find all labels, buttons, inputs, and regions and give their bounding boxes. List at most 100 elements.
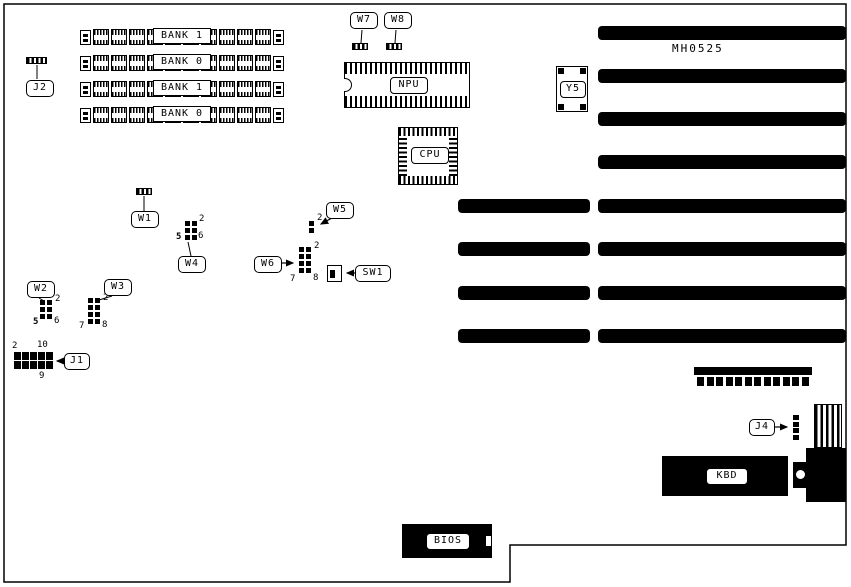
pin [744,377,752,386]
w6-label: W6 [254,256,282,273]
dram-chip [255,81,271,97]
memory-bank-row-2: BANK 0 [80,54,284,71]
pin [185,221,190,226]
din-connector [806,448,846,502]
dram-chip [129,81,145,97]
w1-jumper [136,188,152,195]
pin [40,300,45,305]
expansion-slot [598,286,846,300]
pin [30,352,37,360]
pin [88,312,93,317]
pin [306,261,311,266]
y5-pin [580,104,586,110]
pin [306,268,311,273]
dram-chip [93,107,109,123]
expansion-slot [598,199,846,213]
pin [192,235,197,240]
pin [706,377,714,386]
expansion-slot [598,329,846,343]
pin [95,298,100,303]
w7-leader [360,29,363,44]
pin [192,228,197,233]
pin [40,307,45,312]
w7-label: W7 [350,12,378,29]
bios-label: BIOS [426,533,470,550]
dram-chip [129,29,145,45]
j4-label: J4 [749,419,775,436]
connector-hatched-block [814,404,842,448]
pin [306,254,311,259]
w6-pin-block [299,247,311,273]
dram-chip [237,55,253,71]
memory-bank-row-3: BANK 1 [80,80,284,97]
npu-label: NPU [390,77,428,94]
pin [793,434,799,440]
j4-pin-header [793,415,799,440]
bank-end-connector [80,107,91,123]
dram-chip [237,29,253,45]
dram-chip [93,81,109,97]
bank-end-connector [273,107,284,123]
pin [185,228,190,233]
w5-label: W5 [326,202,354,219]
memory-bank-row-4: BANK 0 [80,106,284,123]
w5-pin2-number: 2 [317,213,323,223]
expansion-slot-segment [458,329,590,343]
y5-pin [580,68,586,74]
pin [773,377,780,386]
pin [782,377,790,386]
w6-pin2-number: 2 [314,241,320,251]
dram-chip [255,55,271,71]
expansion-slot [598,112,846,126]
bank-end-connector [273,55,284,71]
expansion-slot-segment [458,199,590,213]
bank-label: BANK 0 [153,106,211,122]
pin [38,352,45,360]
pin [754,377,761,386]
din-connector-hole [796,470,805,479]
dram-chip [111,81,127,97]
w2-pin-block [40,300,52,319]
dram-chip [219,81,235,97]
pin [88,305,93,310]
w5-arrow [319,217,333,225]
cpu-pins-top [399,128,457,136]
pin [30,361,37,369]
power-connector-pins [697,377,809,386]
pin [88,298,93,303]
j1-pin9-number: 9 [39,371,45,381]
power-connector-body [694,367,812,375]
pin [192,221,197,226]
dram-chip [255,29,271,45]
board-outline [3,3,847,583]
expansion-slot [598,242,846,256]
expansion-slot-segment [458,242,590,256]
w2-pin2-number: 2 [55,294,61,304]
bios-notch [486,536,491,546]
pin [306,247,311,252]
pin [46,352,53,360]
w4-pin2-number: 2 [199,214,205,224]
pin [309,221,314,226]
j1-pin10-number: 10 [37,340,48,350]
w3-label: W3 [104,279,132,296]
w8-leader [394,29,397,44]
dram-chip [111,107,127,123]
dram-chip [219,29,235,45]
pin [88,319,93,324]
bank-label: BANK 1 [153,80,211,96]
j1-pin2-number: 2 [12,341,18,351]
bank-end-connector [80,81,91,97]
part-number: MH0525 [672,42,724,55]
pin [47,314,52,319]
bank-end-connector [80,55,91,71]
j1-label: J1 [64,353,90,370]
w3-pin7-number: 7 [79,321,85,331]
w4-pin5-number: 5 [176,232,182,242]
pin [22,352,29,360]
dram-chip [237,107,253,123]
w6-pin8-number: 8 [313,273,319,283]
j1-pin-header [14,352,53,369]
w4-pin-block [185,221,197,240]
